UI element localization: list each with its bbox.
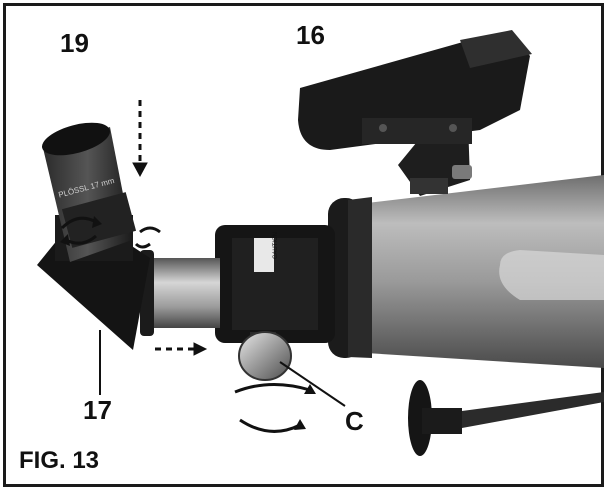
label-eyepiece: 19 <box>60 28 89 58</box>
optical-tube <box>328 175 604 368</box>
label-focus-knob: C <box>345 406 364 436</box>
direction-arrows <box>132 100 208 356</box>
eyepiece: PLÖSSL 17 mm <box>41 122 137 262</box>
knob-leader-line <box>279 361 346 407</box>
focuser: CAUTION <box>215 225 335 343</box>
figure-caption: FIG. 13 <box>19 447 100 474</box>
svg-text:CAUTION: CAUTION <box>273 232 279 259</box>
focus-knob <box>238 331 292 381</box>
label-finder: 16 <box>296 20 325 50</box>
label-diagonal: 17 <box>83 395 112 425</box>
rotation-arrowheads <box>60 216 316 430</box>
slow-motion-cable <box>408 380 604 456</box>
finder-scope <box>298 30 532 196</box>
drawtube <box>140 250 220 336</box>
